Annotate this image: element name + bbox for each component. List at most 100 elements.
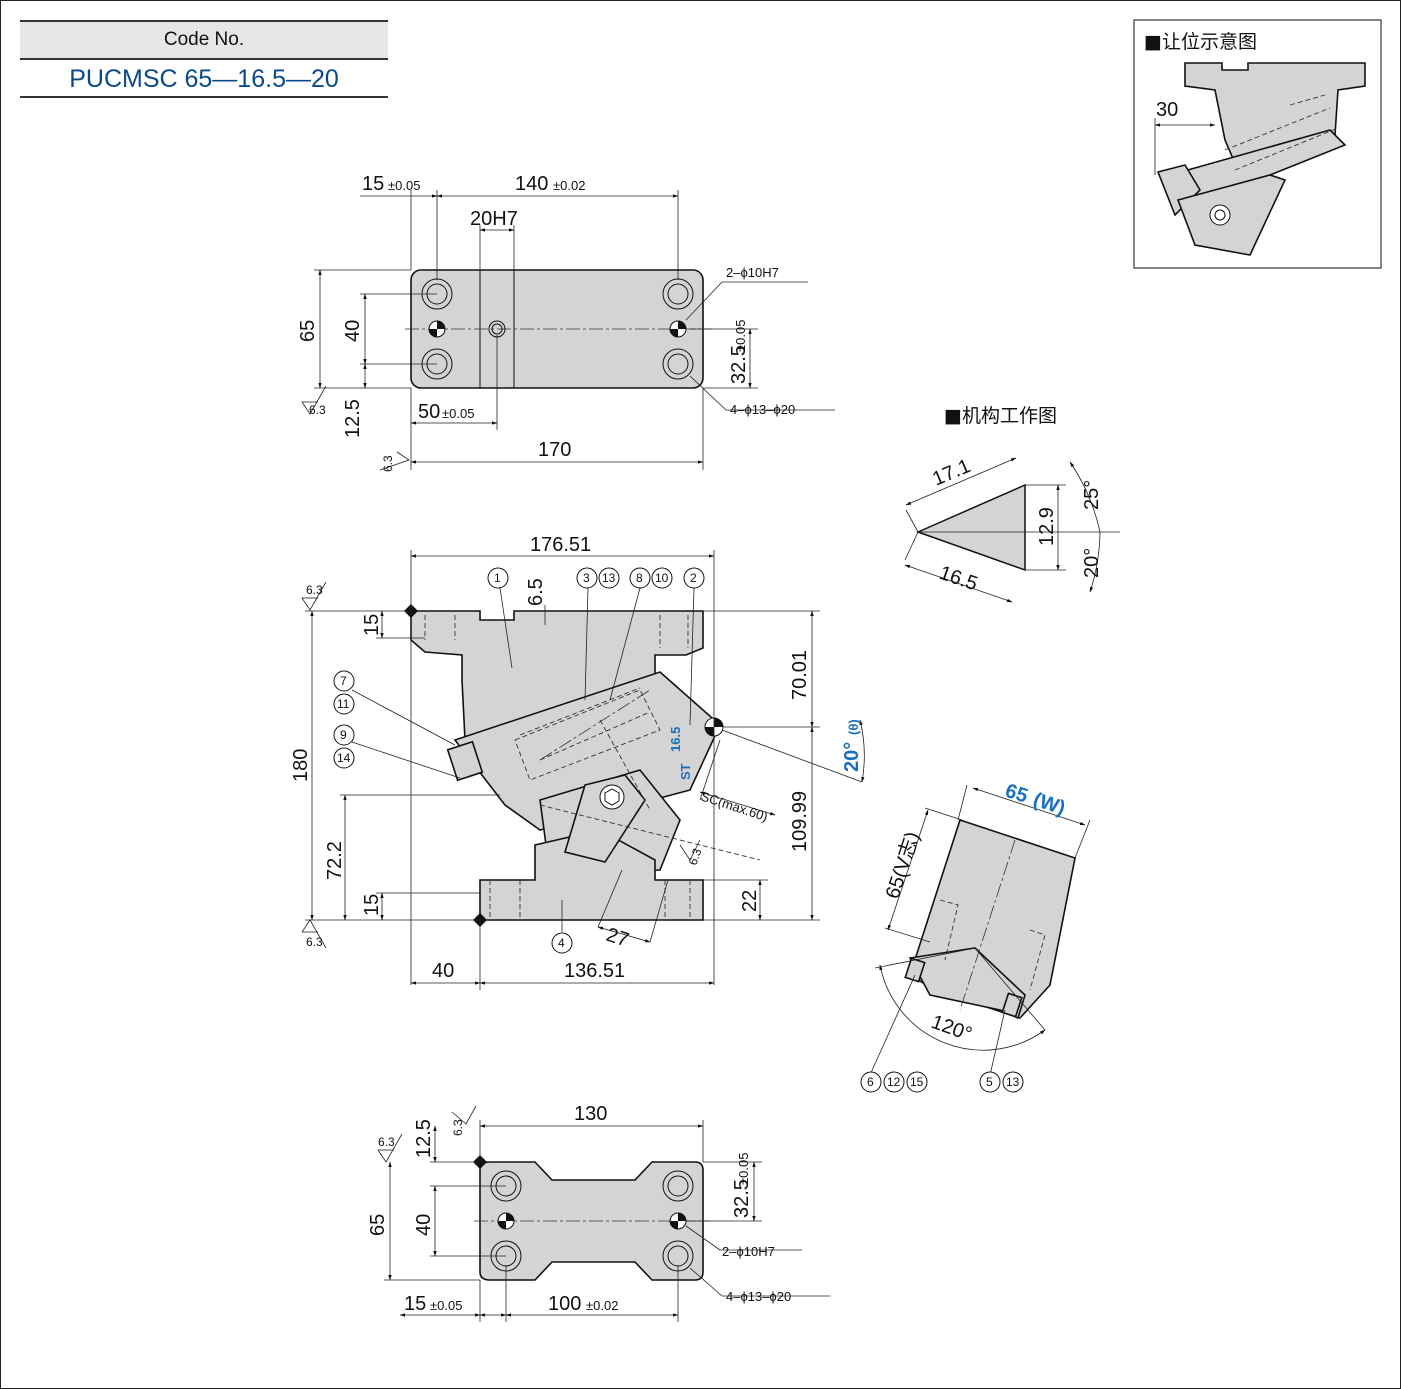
top-dim-140-tol: ±0.02 [553, 178, 585, 193]
svg-text:5: 5 [986, 1075, 993, 1089]
svg-text:6.3: 6.3 [309, 403, 326, 417]
front-dim-15-bottom: 15 [361, 894, 383, 916]
bottom-dim-15-tol: ±0.05 [430, 1298, 462, 1313]
top-callout-dowel-holes: 2–ϕ10H7 [726, 265, 779, 280]
top-dim-32-5-tol: ±0.05 [733, 320, 748, 352]
top-dim-40: 40 [342, 320, 364, 342]
mechanism-angle-25: 25° [1081, 480, 1103, 510]
front-angle-20: 20° [841, 742, 863, 772]
code-number-value: PUCMSC 65—16.5—20 [20, 60, 388, 98]
top-callout-counterbore-holes: 4–ϕ13–ϕ20 [730, 402, 795, 417]
svg-text:10: 10 [655, 571, 669, 585]
svg-text:13: 13 [602, 571, 616, 585]
top-dim-50-tol: ±0.05 [442, 406, 474, 421]
roughness-symbol: 6.3 [379, 451, 410, 472]
side-dim-65-w: 65 [1002, 780, 1030, 808]
svg-text:6.3: 6.3 [686, 846, 705, 867]
bottom-dim-100: 100 [548, 1293, 581, 1315]
front-dim-22: 22 [739, 890, 761, 912]
front-dim-27: 27 [603, 924, 631, 952]
roughness-symbol: 6.3 [301, 581, 327, 611]
front-view: 176.51 6.5 15 70.01 180 72.2 15 40 136.5… [290, 534, 865, 990]
top-dim-50: 50 [418, 401, 440, 423]
bottom-dim-130: 130 [574, 1103, 607, 1125]
bottom-dim-32-5: 32.5 [731, 1179, 753, 1218]
svg-text:6.3: 6.3 [306, 935, 323, 949]
svg-text:11: 11 [337, 697, 350, 711]
top-dim-32-5: 32.5 [728, 345, 750, 384]
side-view: 65 (W) 65(V志) 120° 6 12 15 5 13 [860, 780, 1091, 1093]
svg-text:13: 13 [1006, 1075, 1020, 1089]
bottom-callout-dowel-holes: 2–ϕ10H7 [722, 1244, 775, 1259]
clearance-inset: ■让位示意图 30 [1133, 19, 1382, 269]
svg-text:7: 7 [340, 674, 347, 688]
svg-text:6.3: 6.3 [378, 1135, 395, 1149]
front-angle-theta: (θ) [846, 719, 861, 735]
mechanism-diagram: ■机构工作图 17.1 12.9 16.5 25° 20° [904, 405, 1120, 603]
mechanism-angle-20: 20° [1081, 548, 1103, 578]
bottom-dim-40: 40 [413, 1214, 435, 1236]
svg-text:9: 9 [340, 728, 347, 742]
svg-text:1: 1 [494, 571, 501, 585]
top-dim-15: 15 [362, 173, 384, 195]
mechanism-dim-16-5: 16.5 [936, 562, 980, 595]
svg-text:4: 4 [558, 936, 565, 950]
retainer-7 [446, 740, 484, 782]
side-dim-65-v: 65(V志) [881, 829, 924, 902]
top-dim-140: 140 [515, 173, 548, 195]
roughness-symbol: 6.3 [679, 839, 705, 867]
front-dim-72-2: 72.2 [324, 841, 346, 880]
front-dim-176-51: 176.51 [530, 534, 591, 556]
svg-text:8: 8 [636, 571, 643, 585]
front-dim-40: 40 [432, 960, 454, 982]
svg-text:3: 3 [583, 571, 590, 585]
svg-text:6.3: 6.3 [451, 1119, 465, 1136]
top-dim-12-5: 12.5 [342, 399, 364, 438]
top-dim-15-tol: ±0.05 [388, 178, 420, 193]
bottom-view: 130 12.5 65 40 32.5 ±0.05 15 ±0.05 100 ±… [367, 1103, 830, 1322]
svg-text:12: 12 [887, 1075, 901, 1089]
bottom-dim-65: 65 [367, 1214, 389, 1236]
datum-symbols [428, 320, 687, 338]
side-dim-w-symbol: (W) [1030, 789, 1067, 820]
front-dim-15-top: 15 [361, 614, 383, 636]
roughness-symbol: 6.3 [451, 1105, 477, 1136]
top-dim-20h7: 20H7 [470, 208, 518, 230]
bottom-dim-32-5-tol: ±0.05 [736, 1153, 751, 1185]
part-balloons: 1 3 13 8 10 2 7 11 9 14 4 [333, 567, 705, 954]
svg-text:6.3: 6.3 [381, 455, 395, 472]
mechanism-dim-12-9: 12.9 [1036, 507, 1058, 546]
code-number-header: Code No. [20, 20, 388, 60]
front-dim-180: 180 [290, 749, 312, 782]
svg-text:15: 15 [910, 1075, 924, 1089]
front-dim-136-51: 136.51 [564, 960, 625, 982]
side-balloons: 6 12 15 5 13 [860, 1071, 1024, 1093]
bottom-dim-15: 15 [404, 1293, 426, 1315]
svg-text:14: 14 [337, 751, 351, 765]
bottom-dim-100-tol: ±0.02 [586, 1298, 618, 1313]
bottom-dim-12-5: 12.5 [413, 1119, 435, 1158]
front-stroke-st: ST [678, 763, 693, 780]
clearance-dim-30: 30 [1156, 99, 1178, 121]
front-stroke-16-5: 16.5 [668, 727, 683, 752]
svg-text:6.3: 6.3 [306, 583, 323, 597]
svg-text:2: 2 [690, 571, 697, 585]
top-dim-65: 65 [297, 320, 319, 342]
clearance-inset-title: ■让位示意图 [1144, 31, 1257, 53]
front-dim-70-01: 70.01 [789, 650, 811, 700]
code-number-box: Code No. PUCMSC 65—16.5—20 [20, 20, 388, 98]
roughness-symbol: 6.3 [301, 385, 327, 417]
front-dim-6-5: 6.5 [525, 578, 547, 606]
front-dim-109-99: 109.99 [789, 791, 811, 852]
lower-base-part-4 [479, 829, 704, 921]
bottom-callout-counterbore-holes: 4–ϕ13–ϕ20 [726, 1289, 791, 1304]
front-stroke-sc: SC(max.60) [699, 789, 770, 825]
hex-bolt-plate [563, 774, 646, 863]
svg-text:6: 6 [867, 1075, 874, 1089]
side-angle-120: 120° [928, 1011, 974, 1046]
top-view: 15 ±0.05 140 ±0.02 20H7 65 40 12.5 50 ±0… [297, 173, 835, 472]
roughness-symbol: 6.3 [377, 1133, 403, 1163]
roughness-symbol: 6.3 [301, 919, 327, 949]
mechanism-title: ■机构工作图 [944, 405, 1057, 427]
